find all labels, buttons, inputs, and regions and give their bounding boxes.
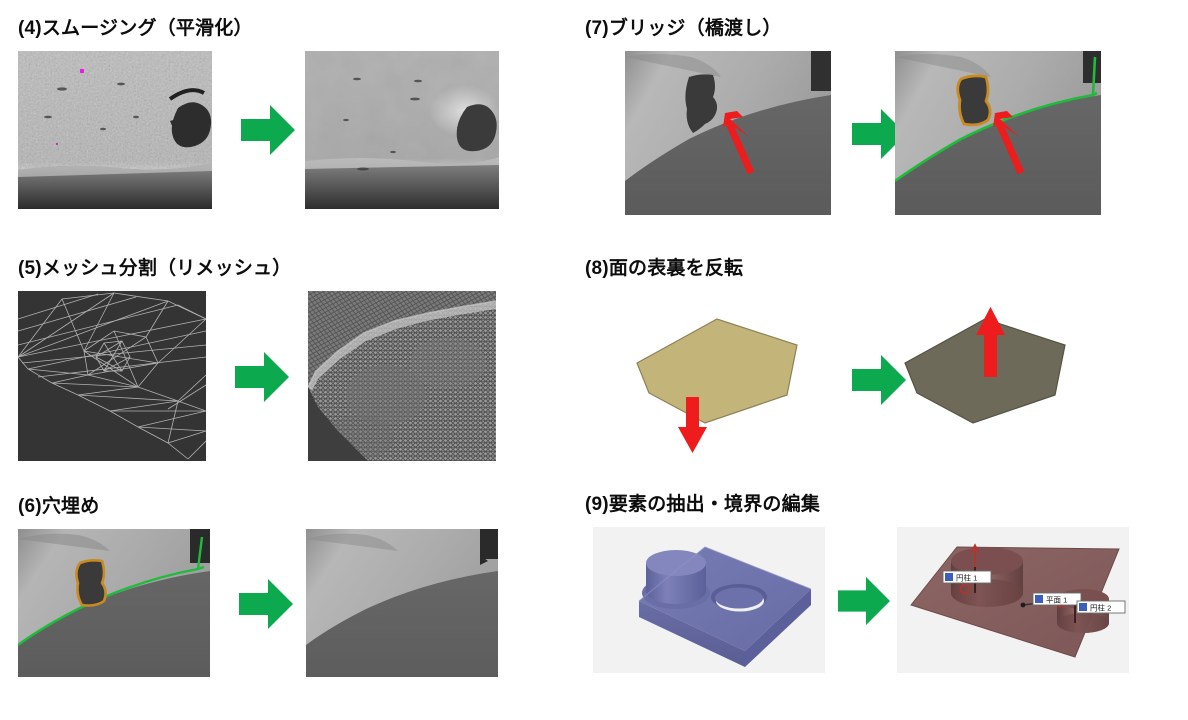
svg-text:円柱 2: 円柱 2	[1090, 602, 1111, 612]
image-before-remesh	[18, 290, 206, 461]
arrow-smoothing	[236, 99, 300, 161]
image-before-extract	[593, 526, 825, 673]
panel-bridge: (7)ブリッジ（橋渡し）	[585, 18, 1105, 217]
green-right-arrow-icon	[235, 351, 289, 402]
arrow-flip-normal	[847, 349, 911, 411]
panel-title-remesh: (5)メッシュ分割（リメッシュ）	[18, 258, 292, 279]
panel-smoothing: (4)スムージング（平滑化）	[18, 18, 499, 211]
image-after-remesh	[308, 290, 496, 461]
svg-text:円柱 1: 円柱 1	[956, 572, 977, 582]
hexagon-face	[636, 318, 798, 424]
green-right-arrow-icon	[837, 576, 891, 625]
panel-flip-normal: (8)面の表裏を反転	[585, 258, 1105, 471]
image-before-smoothing	[18, 50, 212, 209]
green-right-arrow-icon	[241, 104, 295, 155]
panel-title-flip-normal: (8)面の表裏を反転	[585, 258, 744, 279]
arrow-hole-fill	[234, 573, 298, 635]
panel-extract-elements: (9)要素の抽出・境界の編集	[585, 494, 1130, 677]
image-before-hole-fill	[18, 528, 210, 677]
arrow-remesh	[230, 346, 294, 408]
panel-title-smoothing: (4)スムージング（平滑化）	[18, 18, 253, 39]
red-pointer	[993, 110, 1025, 175]
panel-title-extract-elements: (9)要素の抽出・境界の編集	[585, 494, 821, 515]
image-after-bridge	[895, 50, 1101, 215]
normal-arrow-down	[678, 396, 707, 453]
image-after-extract: 円柱 1 平面 1 円柱 2	[897, 526, 1129, 673]
normal-arrow-up-front	[976, 306, 1005, 377]
panel-title-bridge: (7)ブリッジ（橋渡し）	[585, 18, 782, 39]
green-right-arrow-icon	[239, 578, 293, 629]
callout-label-1: 円柱 1	[942, 570, 992, 584]
image-after-flip-normal	[895, 301, 1115, 471]
image-before-bridge	[625, 50, 831, 215]
green-right-arrow-icon	[852, 108, 906, 159]
panel-hole-fill: (6)穴埋め	[18, 496, 498, 679]
image-after-smoothing	[305, 50, 499, 209]
red-pointer	[723, 110, 755, 175]
svg-text:平面 1: 平面 1	[1046, 595, 1067, 604]
green-right-arrow-icon	[852, 354, 906, 405]
image-after-hole-fill	[306, 528, 498, 677]
arrow-extract	[833, 571, 895, 631]
callout-label-3: 円柱 2	[1076, 600, 1126, 614]
image-before-flip-normal	[619, 301, 839, 471]
callout-label-2: 平面 1	[1032, 592, 1082, 606]
panel-title-hole-fill: (6)穴埋め	[18, 496, 100, 517]
panel-remesh: (5)メッシュ分割（リメッシュ）	[18, 258, 496, 463]
arrow-bridge	[847, 103, 911, 165]
